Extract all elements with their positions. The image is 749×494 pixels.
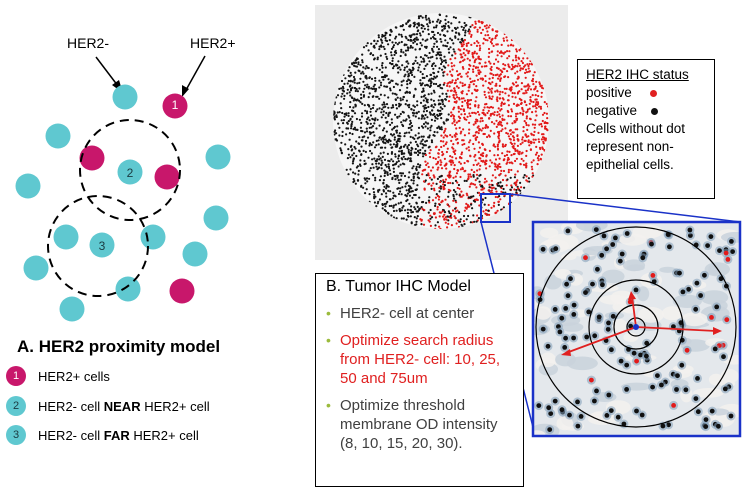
search-radius-rings [535,226,737,428]
ihc-status-legend: HER2 IHC status positive negative Cells … [577,59,715,199]
proximity-model-title: A. HER2 proximity model [17,337,221,356]
her2-positive-label: HER2+ [190,35,236,51]
near-radius-circle [79,119,181,221]
her2-negative-cell [205,144,231,170]
her2-negative-cell [140,224,166,250]
legend-cell-icon: 3 [6,425,26,445]
legend-cell-icon: 2 [6,396,26,416]
her2-negative-cell [59,296,85,322]
her2-negative-cell [15,173,41,199]
status-negative-row: negative [586,102,706,120]
her2-negative-cell [203,205,229,231]
status-legend-title: HER2 IHC status [586,67,689,82]
cell-number-3: 3 [99,239,106,253]
zoomed-micrograph [531,220,742,438]
zoom-connector-line [509,193,741,223]
cell-number-1: 1 [172,98,179,112]
her2-negative-label: HER2- [67,35,110,51]
model-bullet-list: HER2- cell at centerOptimize search radi… [326,304,513,453]
her2-negative-cell [182,241,208,267]
her2-negative-cell [89,232,115,258]
model-bullet: Optimize threshold membrane OD intensity… [326,396,513,453]
tumor-ihc-model-box: B. Tumor IHC Model HER2- cell at centerO… [315,273,524,487]
her2-positive-cell [162,93,188,119]
arrow-her2-pos [185,55,206,91]
status-legend-note: Cells without dot represent non-epitheli… [586,121,686,172]
her2-negative-cell [23,255,49,281]
positive-dot-icon [649,90,657,97]
legend-item: 3 HER2- cell FAR HER2+ cell [6,425,199,445]
model-bullet: HER2- cell at center [326,304,513,323]
model-bullet: Optimize search radius from HER2- cell: … [326,331,513,388]
legend-item: 2 HER2- cell NEAR HER2+ cell [6,396,210,416]
center-cell-marker [633,324,639,330]
her2-negative-cell [45,123,71,149]
legend-text: HER2+ cells [38,368,110,384]
legend-text: HER2- cell FAR HER2+ cell [38,427,199,443]
legend-text: HER2- cell NEAR HER2+ cell [38,398,210,414]
her2-positive-cell [169,278,195,304]
distance-arrows [561,291,722,356]
negative-dot-icon [650,108,658,115]
legend-item: 1 HER2+ cells [6,366,110,386]
her2-positive-cell [154,164,180,190]
her2-negative-cell [112,84,138,110]
her2-negative-cell [115,276,141,302]
her2-negative-cell [117,159,143,185]
tissue-core-image [315,5,568,260]
far-radius-circle [47,195,149,297]
her2-positive-cell [79,145,105,171]
her2-negative-cell [53,224,79,250]
proximity-diagram: 1 2 3 [15,55,231,322]
legend-cell-icon: 1 [6,366,26,386]
zoom-region-box [480,193,511,223]
arrow-her2-neg [95,56,119,87]
cell-number-2: 2 [127,166,134,180]
status-positive-row: positive [586,84,706,102]
tumor-model-title: B. Tumor IHC Model [326,278,471,295]
